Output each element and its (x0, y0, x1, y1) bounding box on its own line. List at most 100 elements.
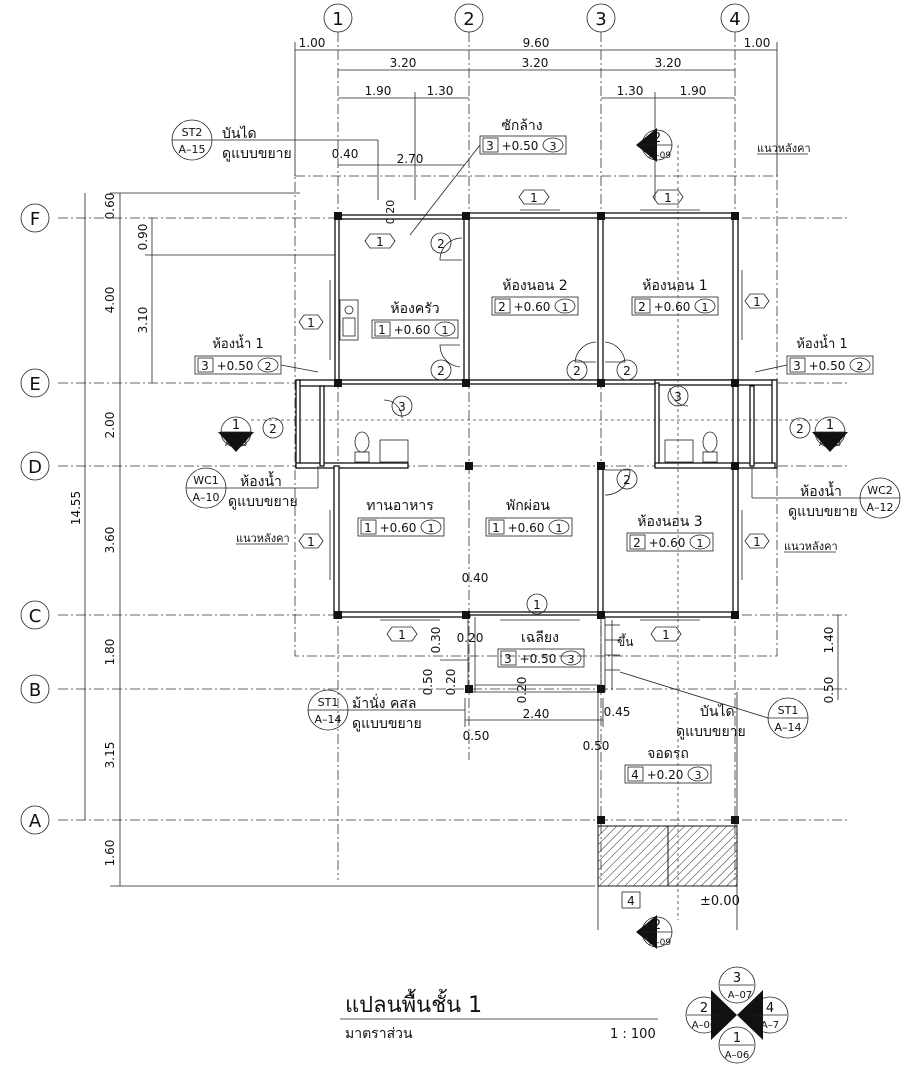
room-name-laundry: ซักล้าง (501, 118, 542, 134)
room-finish-kitchen: 1 (442, 324, 449, 337)
dim-porch-0.40: 0.40 (462, 571, 489, 585)
door-tag-bed3: 2 (623, 473, 631, 487)
room-name-terrace: เฉลียง (521, 630, 559, 646)
ref-wc1-sheet: A–10 (192, 491, 219, 504)
window-tag-bed1-side: 1 (753, 295, 761, 309)
ref-st2-code: ST2 (182, 126, 203, 139)
room-finish-terrace: 3 (568, 653, 575, 666)
top-dimensions: 1.00 9.60 1.00 3.20 3.20 3.20 1.90 1.30 … (294, 36, 778, 225)
room-level-bedroom-3: +0.60 (649, 536, 686, 550)
key-s-sheet: A–06 (725, 1050, 750, 1061)
dim-porch-0.20-a: 0.20 (457, 631, 484, 645)
ref-st1-left-code: ST1 (318, 696, 339, 709)
grid-col-1: 1 (332, 9, 343, 30)
room-finish-carport: 3 (695, 769, 702, 782)
door-swings (383, 237, 689, 496)
ground-tag: 4 (627, 894, 635, 908)
dim-top-1.90-a: 1.90 (365, 84, 392, 98)
door-tag-kitchen-2: 2 (437, 364, 445, 378)
walls (295, 212, 778, 619)
grid-row-E: E (29, 374, 40, 395)
grid-row-A: A (29, 811, 42, 832)
opening-tags: 2 2 2 2 2 3 3 1 2 2 1 1 1 1 1 1 1 1 1 (262, 189, 811, 642)
room-name-carport: จอดรถ (647, 746, 689, 762)
label-stair-bottom: บันได (700, 703, 735, 720)
key-n-sheet: A–07 (728, 990, 753, 1001)
window-tag-kitchen: 1 (307, 316, 315, 330)
room-labels: ห้องครัว 1 +0.60 1 ห้องนอน 2 2 +0.60 1 ห… (194, 118, 874, 784)
room-finish-bath-left: 2 (265, 360, 272, 373)
ref-wc2-sheet: A–12 (866, 501, 893, 514)
ref-wc2-code: WC2 (867, 484, 893, 497)
room-name-bedroom-3: ห้องนอน 3 (637, 514, 702, 530)
room-finish-dining: 1 (428, 522, 435, 535)
dim-top-1.30-b: 1.30 (617, 84, 644, 98)
dim-porch-0.50-c: 0.50 (583, 739, 610, 753)
dim-0.20-top: 0.20 (384, 200, 397, 225)
dim-porch-0.50-a: 0.50 (421, 669, 435, 696)
section-left-sheet: A–08 (225, 439, 247, 449)
porch-dimensions: 0.40 0.20 0.30 0.20 0.50 0.20 0.45 2.40 … (421, 571, 630, 753)
dim-top-3.20-b: 3.20 (522, 56, 549, 70)
room-name-bath-left: ห้องน้ำ 1 (212, 334, 263, 352)
label-up: ขึ้น (617, 633, 633, 649)
section-top-sheet: A–09 (649, 151, 671, 161)
window-tag-dining-front: 1 (398, 628, 406, 642)
dim-top-1.30-a: 1.30 (427, 84, 454, 98)
key-e-sheet: A–7 (761, 1020, 779, 1031)
ground-level: 4 ±0.00 (621, 891, 740, 909)
section-markers: 2 A–09 2 A–09 1 A–08 1 A–08 (218, 128, 848, 949)
room-tag-laundry: 3 (486, 139, 494, 153)
room-tag-living: 1 (492, 521, 500, 535)
ref-st1-left-sheet: A–14 (314, 713, 341, 726)
dim-top-3.20-c: 3.20 (655, 56, 682, 70)
key-w-num: 2 (700, 1001, 708, 1016)
grid-col-2: 2 (463, 9, 474, 30)
room-tag-bedroom-3: 2 (633, 536, 641, 550)
label-bath-right: ห้องน้ำ (800, 481, 842, 500)
fixtures (339, 299, 718, 463)
room-name-dining: ทานอาหาร (366, 498, 434, 514)
label-roof-line-top: แนวหลังคา (757, 142, 811, 155)
dim-total-14.55: 14.55 (69, 491, 83, 525)
window-tag-bed3-side: 1 (753, 535, 761, 549)
room-level-terrace: +0.50 (520, 652, 557, 666)
room-tag-carport: 4 (631, 768, 639, 782)
room-finish-living: 1 (556, 522, 563, 535)
room-finish-laundry: 3 (550, 140, 557, 153)
reference-callouts: ST2 A–15 บันได ดูแบบขยาย WC1 A–10 ห้องน้… (171, 119, 901, 740)
room-finish-bedroom-2: 1 (562, 301, 569, 314)
room-finish-bath-right: 2 (857, 360, 864, 373)
right-dimensions: 1.40 0.50 (822, 615, 839, 703)
dim-porch-0.50-b: 0.50 (463, 729, 490, 743)
room-tag-bedroom-1: 2 (638, 300, 646, 314)
room-name-bedroom-2: ห้องนอน 2 (502, 278, 567, 294)
label-see-detail-st2: ดูแบบขยาย (222, 146, 292, 162)
grid-col-3: 3 (595, 9, 606, 30)
window-tag-bed2: 1 (530, 191, 538, 205)
room-finish-bedroom-3: 1 (697, 537, 704, 550)
room-finish-bedroom-1: 1 (702, 301, 709, 314)
dim-top-1.00-left: 1.00 (299, 36, 326, 50)
room-name-living: พักผ่อน (506, 498, 550, 514)
room-tag-dining: 1 (364, 521, 372, 535)
window-tag-bath-right: 2 (796, 422, 804, 436)
room-level-dining: +0.60 (380, 521, 417, 535)
window-tag-bed1: 1 (664, 191, 672, 205)
door-tag-bath-left: 3 (398, 400, 406, 414)
ref-st2-sheet: A–15 (178, 143, 205, 156)
scale-label: มาตราส่วน (345, 1026, 413, 1042)
room-name-kitchen: ห้องครัว (390, 301, 439, 317)
door-tag-bed1: 2 (623, 364, 631, 378)
dim-left-3.15: 3.15 (103, 742, 117, 769)
dim-top-3.20-a: 3.20 (390, 56, 417, 70)
dim-top-9.60: 9.60 (523, 36, 550, 50)
dim-left-1.60: 1.60 (103, 840, 117, 867)
door-tag-kitchen: 2 (437, 237, 445, 251)
label-see-detail-wc1: ดูแบบขยาย (228, 494, 298, 510)
key-s-num: 1 (733, 1031, 741, 1046)
door-tag-front: 1 (533, 598, 541, 612)
dim-porch-0.20-c: 0.20 (444, 669, 458, 696)
roof-outline (294, 175, 778, 657)
window-tag-bath-left: 2 (269, 422, 277, 436)
